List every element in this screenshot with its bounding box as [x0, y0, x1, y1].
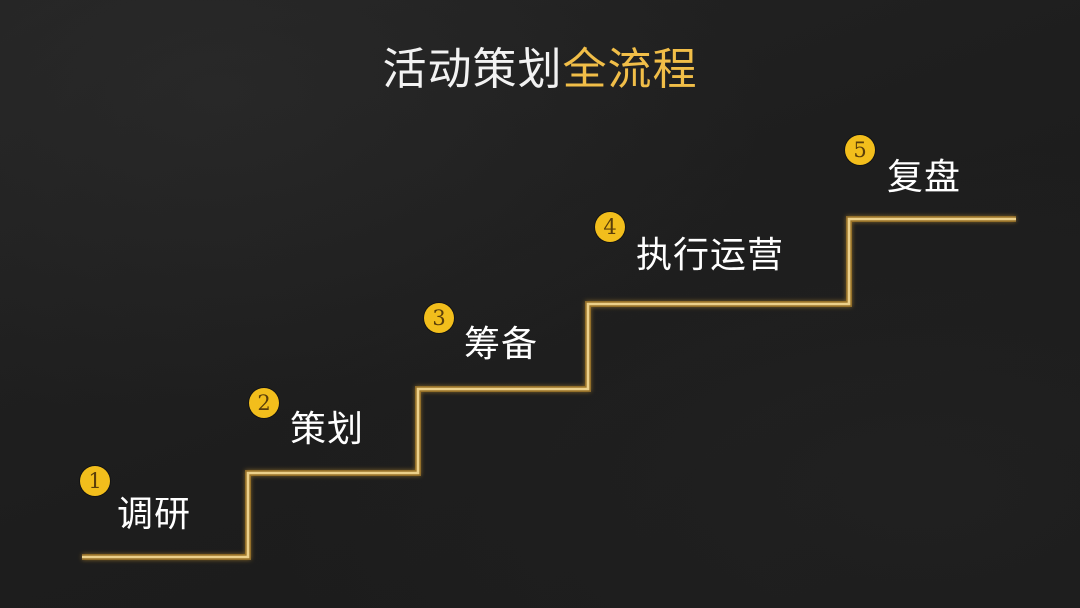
title-highlight: 全流程 — [562, 44, 698, 95]
step-label-review: 复盘 — [887, 157, 962, 198]
step-label-research: 调研 — [117, 494, 192, 535]
step-label-execution: 执行运营 — [636, 235, 785, 276]
title-main: 活动策划 — [382, 44, 563, 95]
step-label-preparation: 筹备 — [464, 324, 539, 365]
step-number-badge: 5 — [845, 135, 875, 165]
step-number-badge: 3 — [424, 303, 454, 333]
page-title: 活动策划全流程 — [0, 38, 1080, 102]
step-number-badge: 2 — [249, 388, 279, 418]
step-label-planning: 策划 — [290, 409, 365, 450]
step-number-badge: 4 — [595, 212, 625, 242]
step-number-badge: 1 — [80, 466, 110, 496]
